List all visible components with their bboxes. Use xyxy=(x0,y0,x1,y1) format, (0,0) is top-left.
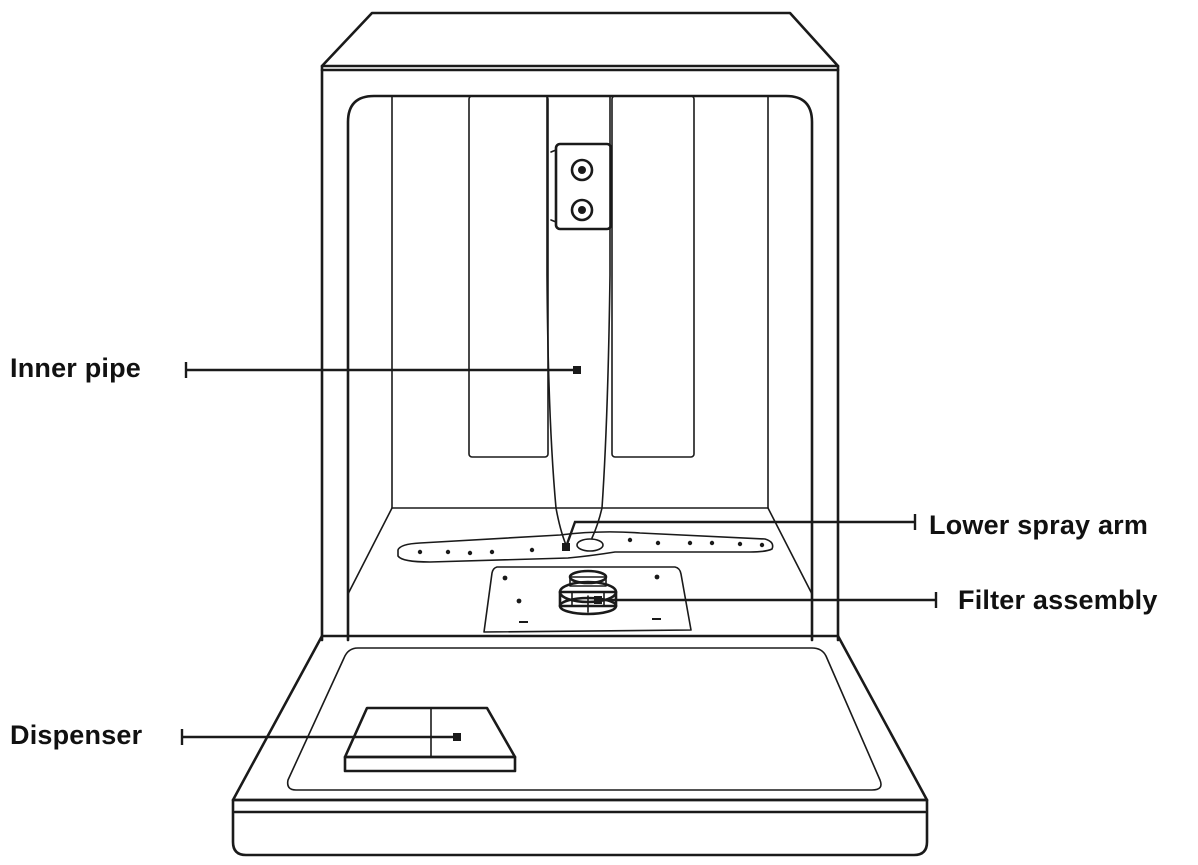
dispenser xyxy=(343,706,517,773)
leader-dispenser xyxy=(180,729,461,745)
door xyxy=(231,634,929,857)
tub-interior xyxy=(346,94,814,642)
filter-assembly xyxy=(483,566,692,633)
label-lower-spray-arm: Lower spray arm xyxy=(929,510,1149,540)
leader-lower-spray-arm xyxy=(562,514,917,551)
label-filter-assembly: Filter assembly xyxy=(958,585,1158,615)
leader-filter-assembly xyxy=(594,592,938,608)
leader-inner-pipe xyxy=(184,362,581,378)
label-dispenser: Dispenser xyxy=(10,720,143,750)
lower-spray-arm xyxy=(397,531,774,563)
inner-pipe xyxy=(546,95,613,546)
cabinet-top xyxy=(320,11,840,72)
cabinet-body xyxy=(320,64,840,642)
label-inner-pipe: Inner pipe xyxy=(10,353,142,383)
